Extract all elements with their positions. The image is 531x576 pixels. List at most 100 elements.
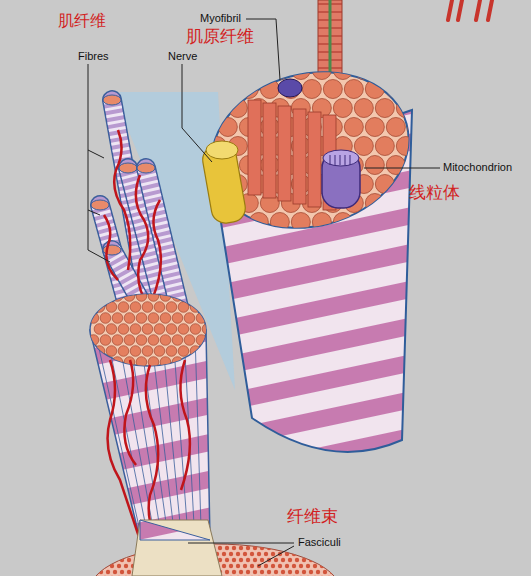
fibre-section: [295, 570, 299, 574]
fibre-section: [92, 546, 96, 550]
fibre-section: [264, 564, 268, 568]
leader-line: [364, 168, 440, 169]
fibre-section: [264, 552, 268, 556]
fibre-section: [127, 570, 131, 574]
fibre-section: [142, 302, 153, 313]
fibre-bundle: [140, 520, 210, 540]
fibre-section: [202, 302, 213, 313]
fibre-section: [124, 313, 135, 324]
fibre-section: [274, 546, 278, 550]
fibre-section: [96, 564, 100, 568]
myofibril-section: [197, 80, 216, 99]
fibre-section: [341, 552, 345, 556]
blood-vessel: [152, 200, 161, 300]
fibre-section: [110, 564, 114, 568]
fibre-section: [184, 357, 195, 368]
fibre-section: [120, 570, 124, 574]
fibre-section: [130, 346, 141, 357]
fibre-section: [184, 291, 195, 302]
fibre-section: [172, 357, 183, 368]
fibre-section: [260, 558, 264, 562]
myofibril-section: [365, 80, 384, 99]
fibre-section: [271, 564, 275, 568]
fibre-section: [196, 335, 207, 346]
fibre-section: [278, 564, 282, 568]
fibre-end: [119, 163, 137, 173]
fibre-section: [341, 564, 345, 568]
fibre-section: [208, 357, 219, 368]
fibre-section: [285, 564, 289, 568]
chinese-label: 线粒体: [409, 183, 460, 203]
fibre-section: [292, 552, 296, 556]
fibre-section: [120, 546, 124, 550]
fibre-section: [130, 324, 141, 335]
chinese-label: 纤维束: [287, 507, 338, 527]
myofibril-section: [396, 137, 415, 156]
fibre-section: [281, 570, 285, 574]
fibre-section: [130, 302, 141, 313]
fibre-section: [166, 324, 177, 335]
fibre-section: [94, 346, 105, 357]
myofibril-section: [207, 99, 226, 118]
myofibril-section: [365, 156, 384, 175]
myofibril-section: [365, 194, 384, 213]
myofibril-section: [323, 80, 342, 99]
fibre-section: [299, 552, 303, 556]
fibre-section: [178, 302, 189, 313]
mitochondrion-crista: [345, 155, 346, 165]
myofibril-section: [386, 118, 405, 137]
leader-line: [188, 543, 294, 544]
leader-line: [88, 150, 100, 215]
myofibril: [248, 100, 261, 195]
fibre-section: [253, 546, 257, 550]
myofibril-section: [417, 61, 436, 80]
fibre-section: [232, 546, 236, 550]
blood-vessel: [114, 130, 130, 270]
fibre-section: [196, 357, 207, 368]
myofibril-section: [386, 80, 405, 99]
fibre-section: [299, 564, 303, 568]
fibre-section: [106, 546, 110, 550]
fibre-section: [154, 302, 165, 313]
fibre-section: [99, 558, 103, 562]
fibre-section: [88, 335, 99, 346]
leader-line: [182, 64, 212, 162]
leader-line: [258, 546, 294, 566]
small-fibre: [488, 0, 492, 20]
fibre-section: [327, 564, 331, 568]
fibre-bundle: [90, 330, 210, 540]
fibre-section: [257, 552, 261, 556]
fibre-section: [271, 552, 275, 556]
fibre-section: [274, 558, 278, 562]
fibre-section: [225, 558, 229, 562]
fibre-section: [243, 564, 247, 568]
part-label: Nerve: [168, 50, 197, 63]
fibre-section: [344, 570, 348, 574]
myofibril-section: [312, 213, 331, 232]
fibre-section: [96, 552, 100, 556]
fibre-section: [178, 346, 189, 357]
myofibril-section: [249, 61, 268, 80]
myofibril-section: [354, 213, 373, 232]
blood-vessel: [124, 360, 136, 465]
myofibril-section: [333, 61, 352, 80]
fibre-section: [288, 558, 292, 562]
fibre-section: [320, 564, 324, 568]
fibre-section: [288, 570, 292, 574]
fibre-section: [103, 564, 107, 568]
bundle-section: [90, 294, 206, 366]
fibre-section: [306, 564, 310, 568]
myofibril-section: [344, 118, 363, 137]
fibre-section: [160, 357, 171, 368]
fibre-section: [124, 291, 135, 302]
fibre-section: [106, 324, 117, 335]
fibre-section: [232, 558, 236, 562]
myofibril-section: [218, 118, 237, 137]
fibre-section: [323, 570, 327, 574]
fibre-section: [112, 357, 123, 368]
myofibril-section: [344, 80, 363, 99]
mitochondrion: [323, 150, 359, 166]
fibre-section: [208, 335, 219, 346]
leader-line: [88, 64, 104, 158]
